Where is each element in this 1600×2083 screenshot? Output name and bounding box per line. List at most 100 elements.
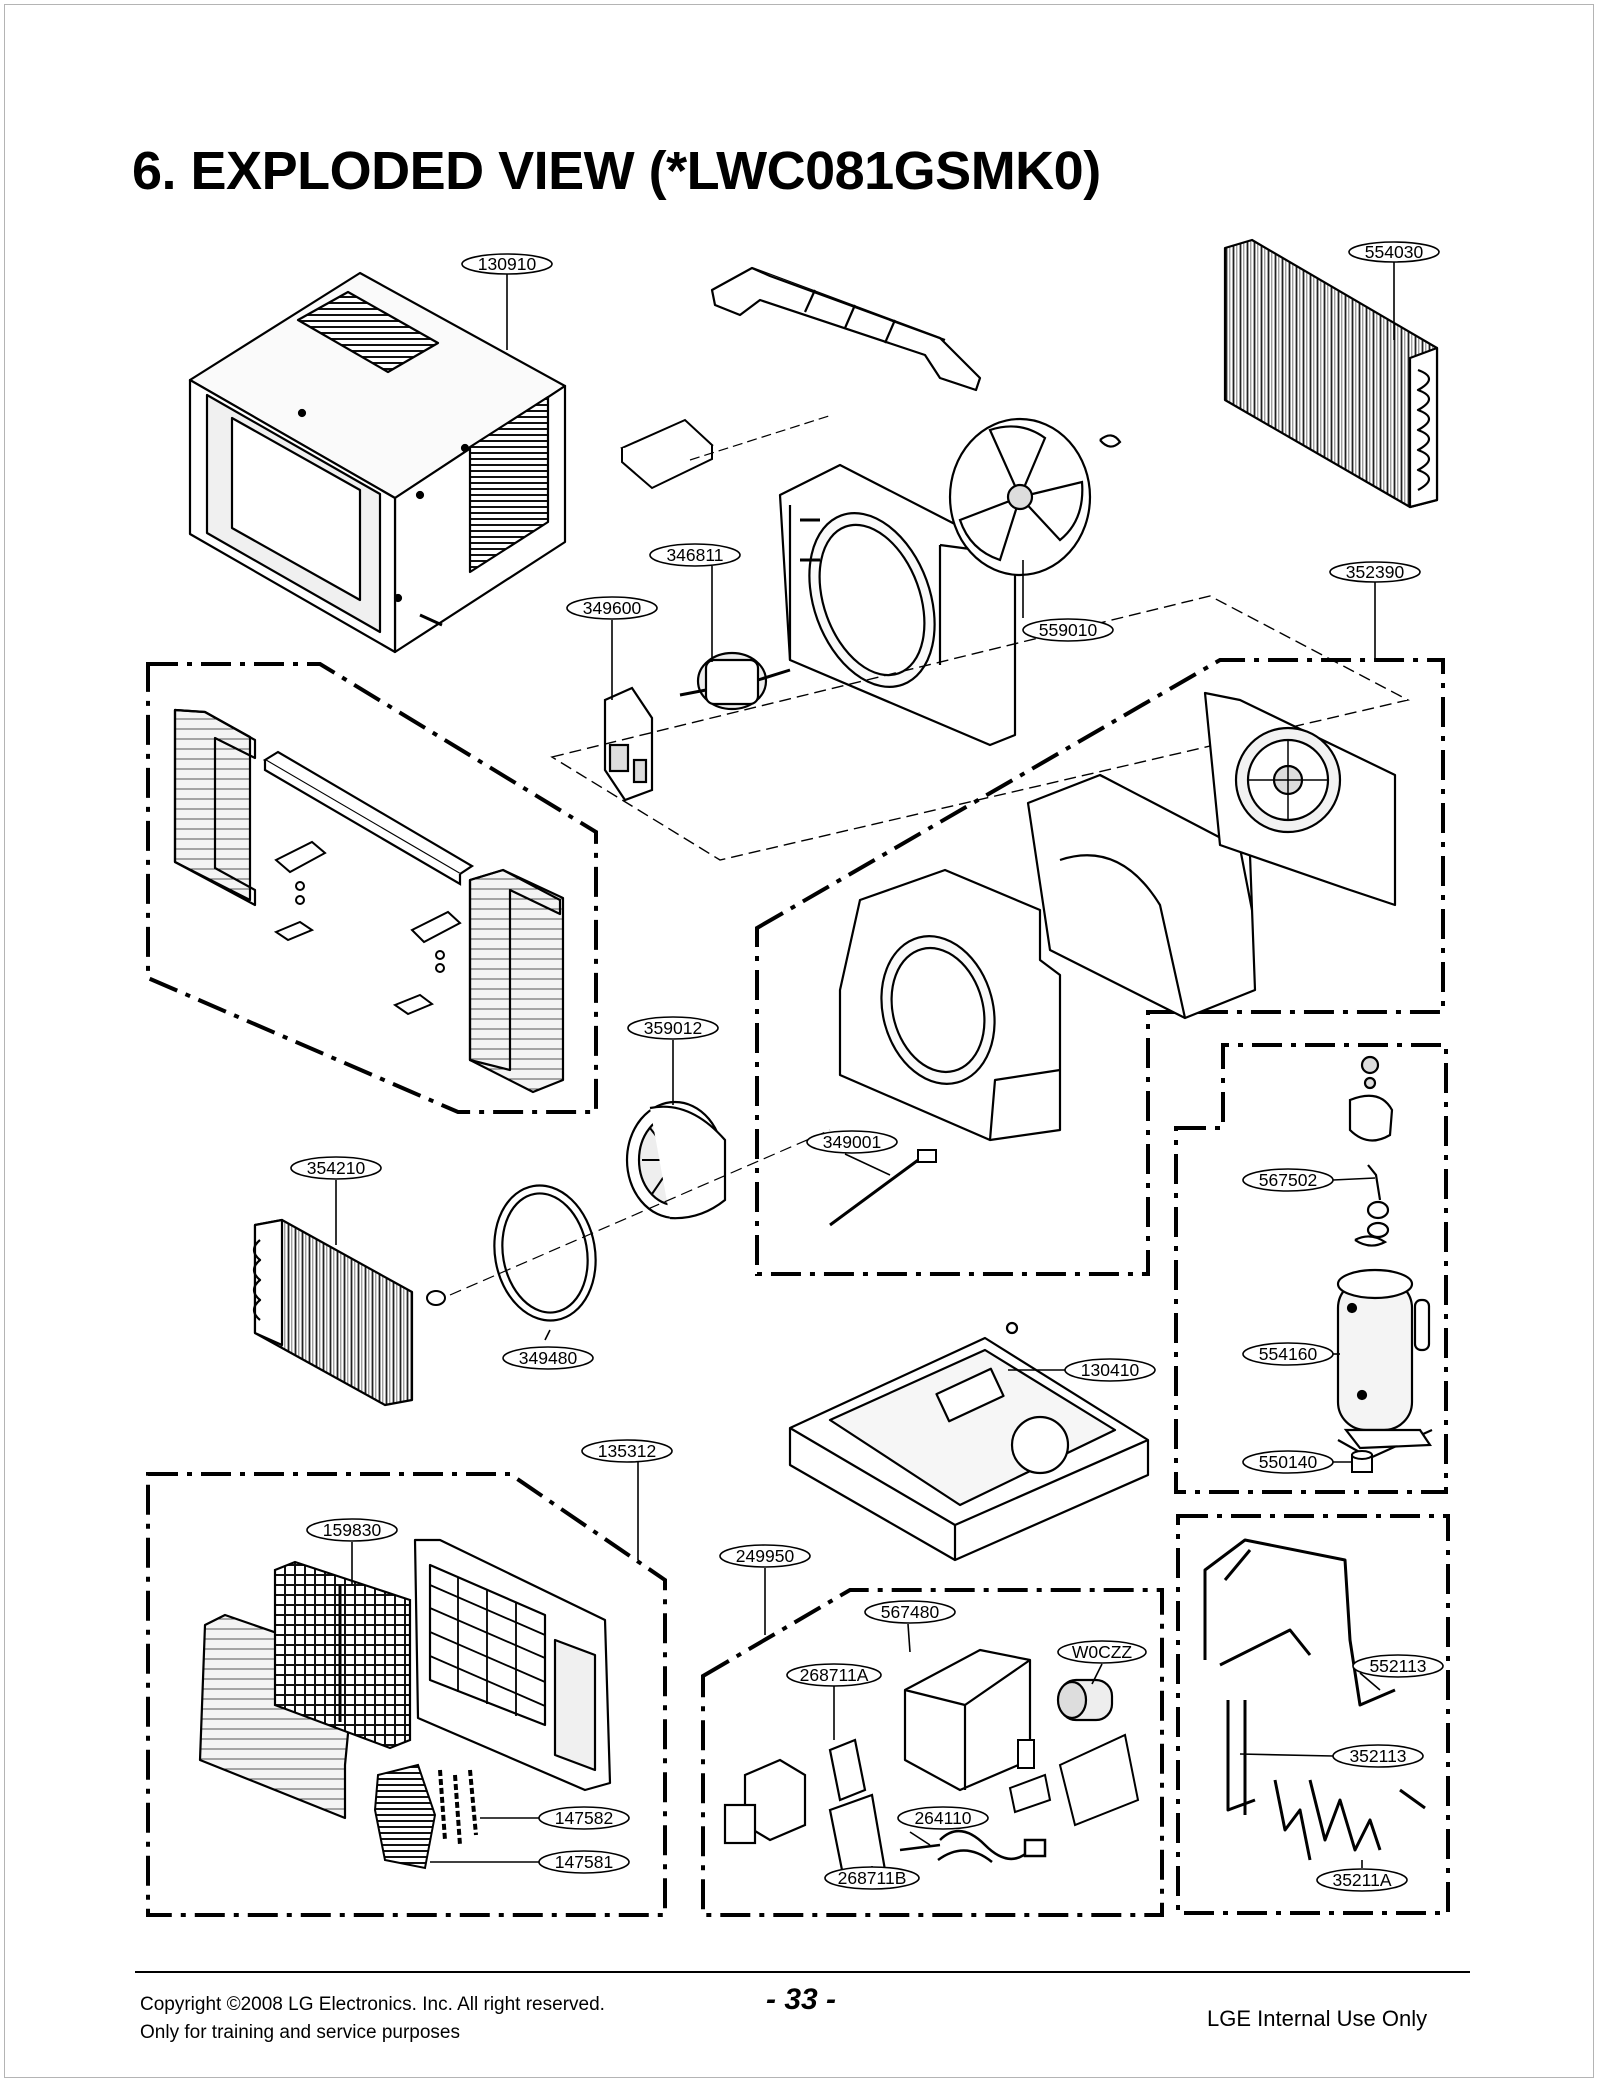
copyright-text: Copyright ©2008 LG Electronics. Inc. All… — [140, 1994, 605, 2015]
rubber-mount-drawing — [1351, 1450, 1373, 1473]
wire-harness-drawing — [899, 1830, 1047, 1863]
callout: 567480 — [864, 1600, 956, 1624]
callout: 552113 — [1352, 1654, 1444, 1678]
internal-use-text: LGE Internal Use Only — [1207, 2006, 1428, 2031]
label-554160: 554160 — [1259, 1344, 1318, 1364]
side-curtain-rail — [262, 750, 475, 886]
label-147582: 147582 — [555, 1808, 613, 1828]
cabinet-drawing — [188, 271, 567, 654]
clamp-drawing — [426, 1290, 446, 1306]
group-outline-blower-housing — [755, 658, 1445, 1276]
callout: 249950 — [719, 1544, 811, 1568]
group-outline-tubing — [1176, 1514, 1450, 1915]
label-130410: 130410 — [1081, 1360, 1140, 1380]
blower-fan-drawing — [625, 1100, 727, 1220]
callout: 349600 — [566, 596, 658, 620]
page-number: - 33 - — [766, 1983, 837, 2016]
page-title: 6. EXPLODED VIEW (*LWC081GSMK0) — [132, 141, 1101, 201]
callout: W0CZZ — [1057, 1640, 1147, 1664]
label-349001: 349001 — [823, 1132, 881, 1152]
callout: 264110 — [897, 1806, 989, 1830]
callout: 567502 — [1242, 1168, 1334, 1192]
label-550140: 550140 — [1259, 1452, 1318, 1472]
callout: 359012 — [627, 1016, 719, 1040]
callout: 35211A — [1316, 1868, 1408, 1892]
compressor-drawing — [1336, 1268, 1433, 1460]
evaporator-frame-drawing — [838, 868, 1062, 1142]
label-552113: 552113 — [1369, 1656, 1426, 1676]
orifice-ring-drawing — [493, 1184, 597, 1322]
pcb-drawing — [723, 1738, 887, 1887]
callout: 554160 — [1242, 1342, 1334, 1366]
callout: 346811 — [649, 543, 741, 567]
side-curtain-right — [468, 868, 565, 1094]
label-249950: 249950 — [736, 1546, 795, 1566]
callout: 349001 — [806, 1130, 898, 1154]
tubing-drawing — [1203, 1538, 1426, 1861]
label-352113: 352113 — [1349, 1746, 1406, 1766]
damper-motor-drawing — [1008, 1733, 1140, 1827]
label-147581: 147581 — [555, 1852, 613, 1872]
label-268711a: 268711A — [800, 1665, 869, 1685]
motor-mount-drawing — [603, 686, 654, 802]
motor-assembly-outline — [550, 595, 1410, 861]
overload-cover-drawing — [1348, 1055, 1394, 1247]
shroud-drawing — [778, 463, 1017, 747]
label-559010: 559010 — [1039, 620, 1098, 640]
leader-lines — [335, 262, 1395, 1870]
fan-motor-drawing — [679, 651, 791, 711]
callout: 130910 — [461, 253, 553, 275]
group-outline-side-panels — [146, 662, 598, 1114]
callout: 349480 — [502, 1346, 594, 1370]
label-264110: 264110 — [914, 1808, 971, 1828]
label-135312: 135312 — [598, 1441, 656, 1461]
label-352390: 352390 — [1346, 562, 1405, 582]
label-567480: 567480 — [881, 1602, 940, 1622]
label-35211a: 35211A — [1332, 1870, 1391, 1890]
label-159830: 159830 — [323, 1520, 382, 1540]
group-outline-compressor — [1174, 1043, 1448, 1494]
label-349600: 349600 — [583, 598, 642, 618]
air-filter-drawing — [273, 1560, 412, 1750]
capacitor-drawing — [1056, 1678, 1114, 1722]
callout: 268711A — [786, 1663, 882, 1687]
label-349480: 349480 — [519, 1348, 578, 1368]
louver-drawing — [373, 1763, 478, 1870]
mounting-brackets — [273, 840, 462, 1016]
base-pan-drawing — [788, 1321, 1150, 1562]
evaporator-coil-drawing — [252, 1218, 414, 1407]
callout: 268711B — [824, 1866, 920, 1890]
group-outline-front-panel — [146, 1472, 667, 1917]
blower-scroll-drawing — [1026, 773, 1257, 1020]
condenser-coil-drawing — [1223, 238, 1439, 509]
callout: 352390 — [1329, 561, 1421, 583]
side-curtain-left — [173, 708, 257, 907]
callout: 159830 — [306, 1518, 398, 1542]
callout: 550140 — [1242, 1450, 1334, 1474]
label-359012: 359012 — [644, 1018, 702, 1038]
label-346811: 346811 — [666, 545, 723, 565]
thermistor-drawing — [829, 1149, 937, 1227]
group-outline-control-box — [701, 1588, 1164, 1917]
callout: 352113 — [1332, 1744, 1424, 1768]
callout: 554030 — [1348, 241, 1440, 263]
footer-rule — [135, 1971, 1470, 1973]
front-frame-drawing — [413, 1538, 612, 1792]
control-box-drawing — [903, 1648, 1032, 1792]
label-268711b: 268711B — [838, 1868, 907, 1888]
label-567502: 567502 — [1259, 1170, 1317, 1190]
callout: 147581 — [538, 1850, 630, 1874]
propeller-fan-drawing — [948, 417, 1122, 577]
label-130910: 130910 — [478, 254, 537, 274]
page-border — [4, 4, 1594, 2078]
air-guide-drawing — [710, 266, 982, 392]
label-554030: 554030 — [1365, 242, 1424, 262]
callout: 135312 — [581, 1439, 673, 1463]
purpose-text: Only for training and service purposes — [140, 2022, 460, 2043]
label-w0czz: W0CZZ — [1072, 1642, 1133, 1662]
callout: 559010 — [1022, 618, 1114, 642]
motor-bracket-drawing — [620, 418, 714, 490]
callout: 354210 — [290, 1156, 382, 1180]
callout: 147582 — [538, 1806, 630, 1830]
